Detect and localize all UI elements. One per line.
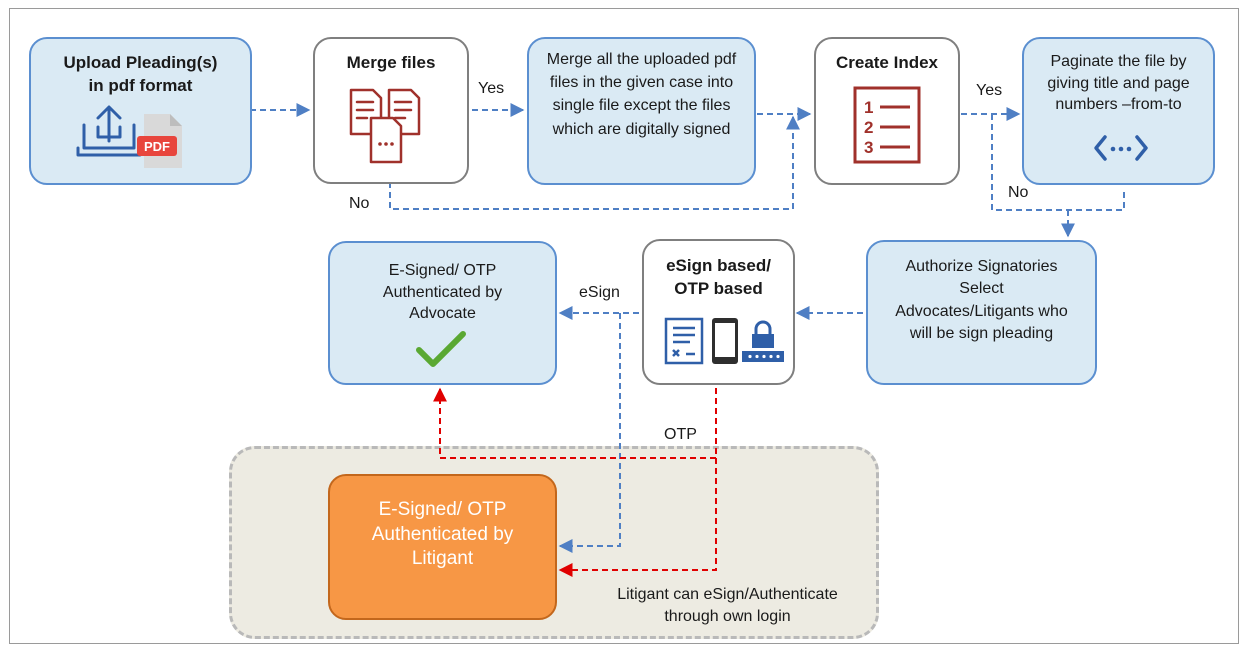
merge-documents-icon — [349, 88, 421, 164]
edge-otp-litigant — [558, 458, 717, 577]
svg-text:1: 1 — [864, 98, 873, 117]
label-otp: OTP — [664, 426, 697, 443]
litigant-note-line2: through own login — [664, 607, 791, 625]
signed-document-icon — [664, 317, 704, 365]
checkmark-icon — [416, 331, 466, 367]
litigant-node: E-Signed/ OTP Authenticated by Litigant — [328, 474, 557, 620]
upload-label: Upload Pleading(s) in pdf format — [63, 53, 218, 95]
svg-text:2: 2 — [864, 118, 873, 137]
merge-all-node: Merge all the uploaded pdf files in the … — [527, 37, 756, 185]
label-yes-merge: Yes — [478, 80, 505, 97]
mobile-phone-icon — [712, 318, 738, 364]
create-index-label: Create Index — [835, 53, 939, 72]
merge-files-label: Merge files — [346, 53, 436, 72]
merge-all-label: Merge all the uploaded pdf files in the … — [546, 51, 737, 138]
pdf-icon: PDF — [137, 114, 182, 168]
authorize-node: Authorize Signatories Select Advocates/L… — [866, 240, 1097, 385]
edge-otp-advocate — [433, 387, 717, 459]
authorize-label: Authorize Signatories Select Advocates/L… — [895, 258, 1068, 343]
label-esign: eSign — [579, 284, 620, 301]
litigant-label: E-Signed/ OTP Authenticated by Litigant — [371, 499, 514, 570]
esign-otp-label: eSign based/ OTP based — [666, 256, 771, 298]
edge-index-no — [991, 114, 1125, 211]
label-no-index: No — [1008, 184, 1029, 201]
label-no-merge: No — [349, 195, 370, 212]
svg-text:3: 3 — [864, 138, 873, 157]
advocate-node: E-Signed/ OTP Authenticated by Advocate — [328, 241, 557, 385]
edge-merge-no — [389, 115, 800, 210]
paginate-label: Paginate the file by giving title and pa… — [1047, 53, 1190, 114]
label-yes-index: Yes — [976, 82, 1003, 99]
code-brackets-icon — [1094, 135, 1148, 161]
advocate-label: E-Signed/ OTP Authenticated by Advocate — [382, 262, 503, 323]
paginate-node: Paginate the file by giving title and pa… — [1022, 37, 1215, 185]
password-lock-icon — [742, 320, 784, 362]
upload-node: Upload Pleading(s) in pdf format — [29, 37, 252, 185]
litigant-note-line1: Litigant can eSign/Authenticate — [617, 586, 838, 603]
diagram-frame — [9, 8, 1239, 644]
litigant-note: Litigant can eSign/Authenticate through … — [605, 584, 850, 627]
numbered-list-icon: 123 — [853, 86, 921, 164]
edge-esign-litigant — [558, 313, 621, 553]
svg-text:PDF: PDF — [144, 139, 170, 154]
